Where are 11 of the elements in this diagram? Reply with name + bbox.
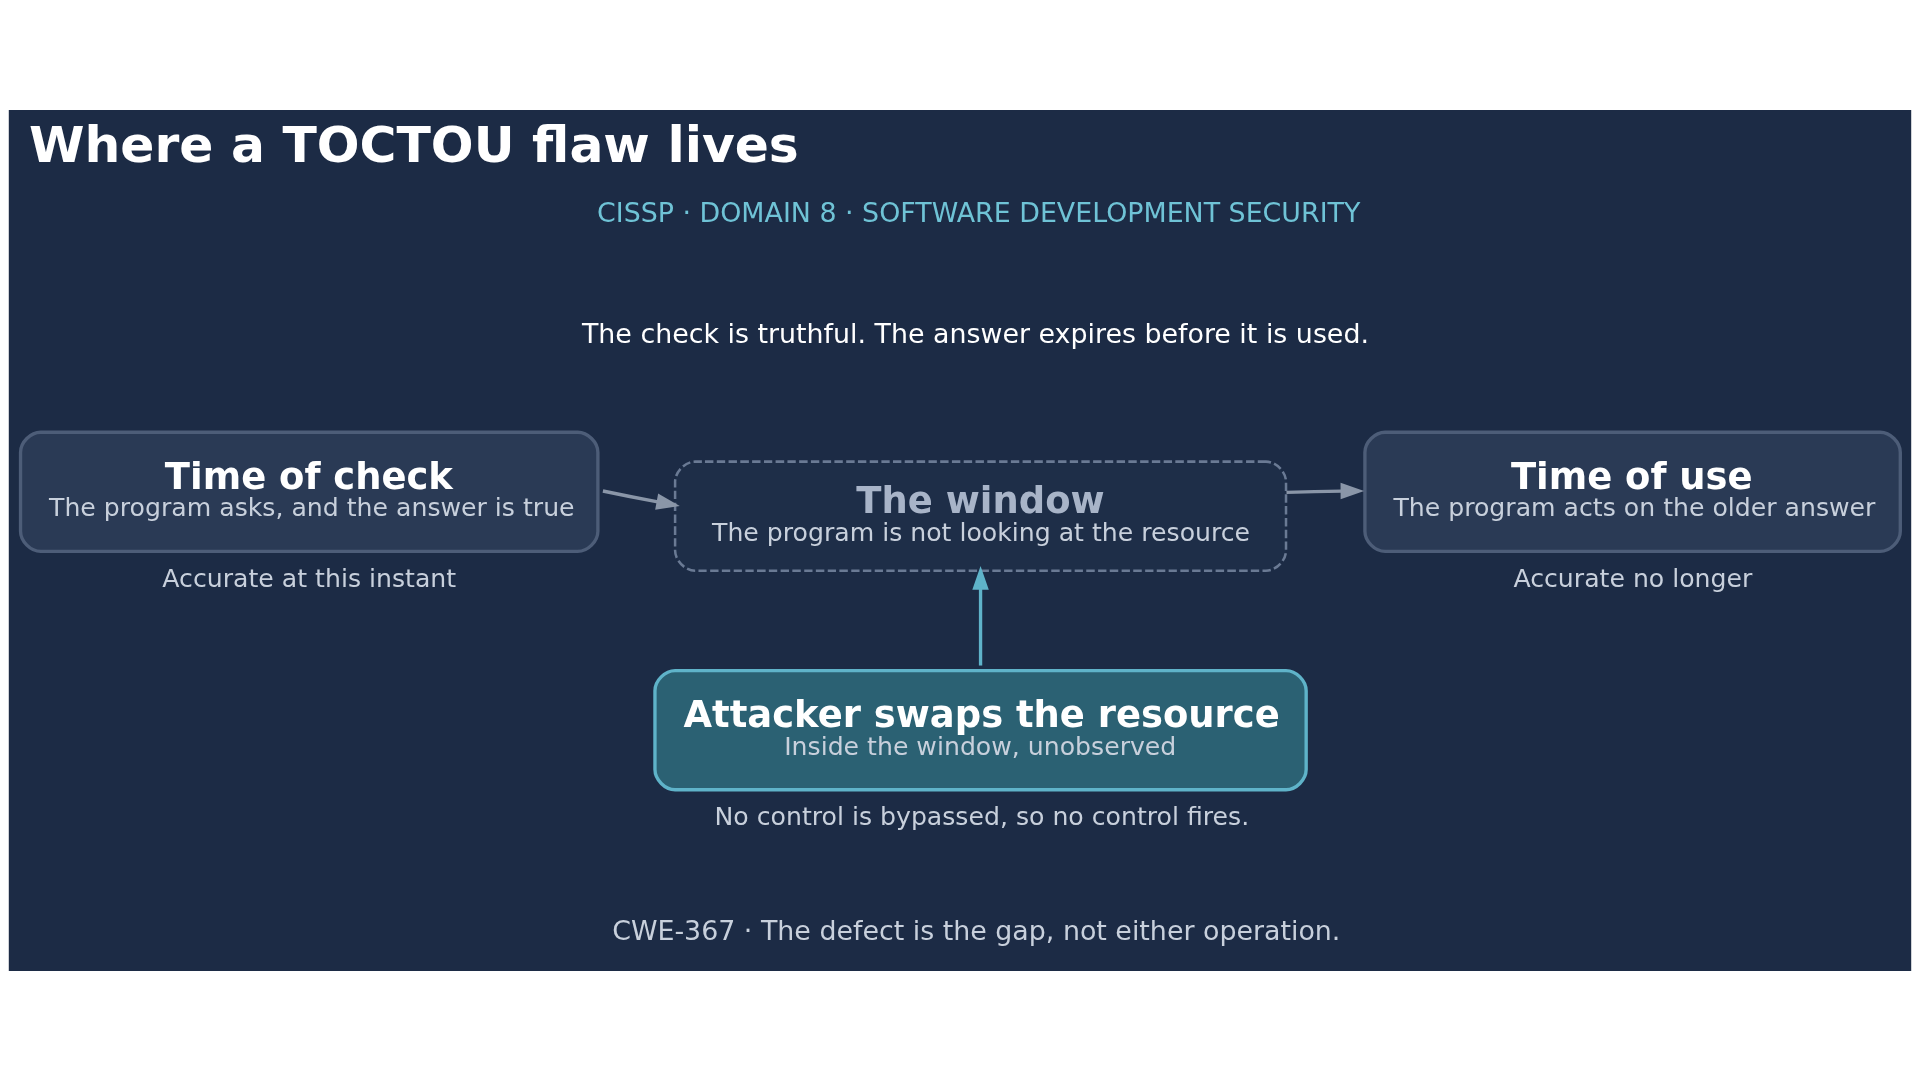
label: CWE-367 · The defect is the gap, not either operation. [612,914,1341,946]
diagram-title: Where a TOCTOU flaw lives [28,114,799,174]
arrow [602,488,680,510]
node-label: Accurate at this instant [162,563,457,593]
node-label: No control is bypassed, so no control fires. [714,801,1250,831]
arrow [972,565,989,666]
arrow [1286,482,1365,499]
node-box: The window The program is not looking at the resource [673,459,1288,572]
label: The check is truthful. The answer expires before it is used. [581,317,1369,349]
label: CISSP · DOMAIN 8 · SOFTWARE DEVELOPMENT SECURITY [597,196,1361,228]
node-label: Accurate no longer [1513,563,1753,593]
